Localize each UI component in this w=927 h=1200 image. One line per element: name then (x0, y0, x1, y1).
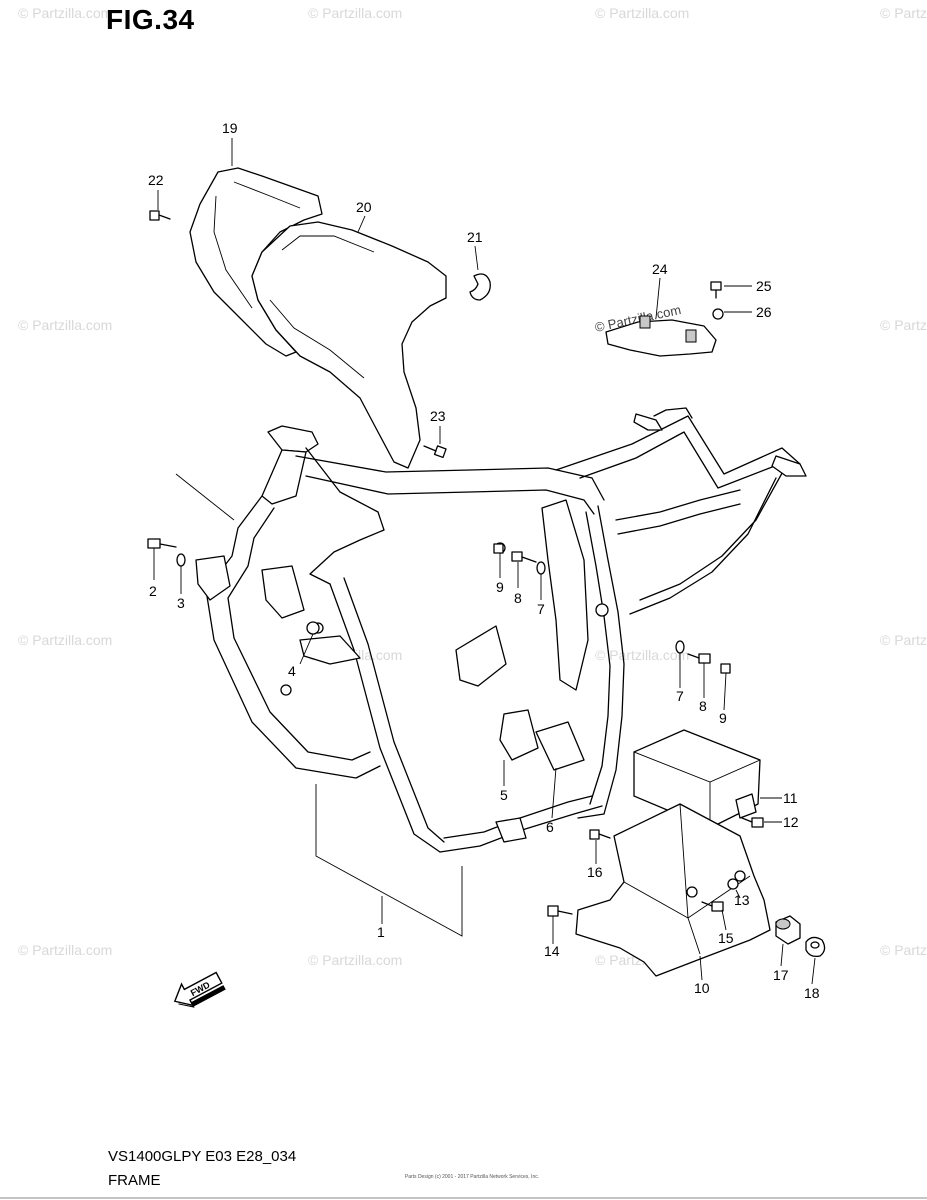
forward-arrow-icon: FWD (173, 971, 226, 1008)
callout-5: 5 (500, 787, 508, 803)
part-10-battery-tray (575, 803, 771, 977)
part-17-cushion (775, 915, 801, 945)
callout-24: 24 (652, 261, 668, 277)
part-2-bolt (147, 538, 177, 549)
callout-14: 14 (544, 943, 560, 959)
part-8-bolt-right (687, 653, 711, 664)
part-20-frame-cover-right (251, 221, 447, 469)
section-name: FRAME (108, 1172, 161, 1189)
callout-8a: 8 (514, 590, 522, 606)
callout-17: 17 (773, 967, 789, 983)
part-14-bolt (547, 905, 573, 917)
watermark-text: © Partzilla.com (595, 5, 689, 21)
callout-3: 3 (177, 595, 185, 611)
callout-8b: 8 (699, 698, 707, 714)
callout-numbers: 19 22 20 21 24 25 26 23 2 3 4 9 8 7 5 6 … (148, 120, 820, 1001)
callout-23: 23 (430, 408, 446, 424)
callout-6: 6 (546, 819, 554, 835)
callout-4: 4 (288, 663, 296, 679)
callout-16: 16 (587, 864, 603, 880)
callout-25: 25 (756, 278, 772, 294)
watermark-text: © Partzilla.com (880, 632, 927, 648)
callout-21: 21 (467, 229, 483, 245)
part-9-nut-right (720, 663, 731, 674)
part-11-box (633, 729, 761, 829)
part-7-washer-center (536, 561, 546, 575)
watermark-text: © Partzilla.com (18, 317, 112, 333)
callout-7a: 7 (537, 601, 545, 617)
model-code: VS1400GLPY E03 E28_034 (108, 1148, 297, 1165)
callout-15: 15 (718, 930, 734, 946)
part-4-nut (306, 621, 320, 635)
copyright-fine-print: Parts Design (c) 2001 - 2017 Partzilla N… (404, 1174, 540, 1180)
part-25-screw (710, 281, 722, 299)
part-8-bolt-center (511, 551, 537, 563)
part-16-bolt (589, 829, 611, 840)
callout-2: 2 (149, 583, 157, 599)
watermark-text: © Partzilla.com (308, 5, 402, 21)
callout-18: 18 (804, 985, 820, 1001)
part-7-washer-right (675, 640, 685, 654)
callout-9a: 9 (496, 579, 504, 595)
part-15-bolt (701, 901, 724, 912)
watermark-text: © Partzilla.com (595, 647, 689, 663)
callout-7b: 7 (676, 688, 684, 704)
part-1-main-frame (175, 407, 807, 937)
watermark-text: © Partzilla.com (308, 952, 402, 968)
callout-10: 10 (694, 980, 710, 996)
part-23-bolt (423, 445, 447, 459)
callout-13: 13 (734, 892, 750, 908)
leader-lines (153, 138, 816, 985)
callout-20: 20 (356, 199, 372, 215)
watermark-text: © Partzilla.com (880, 5, 927, 21)
callout-9b: 9 (719, 710, 727, 726)
callout-26: 26 (756, 304, 772, 320)
figure-title: FIG.34 (106, 4, 195, 35)
part-21-clip (469, 273, 491, 301)
watermark-text: © Partzilla.com (18, 632, 112, 648)
callout-1: 1 (377, 924, 385, 940)
part-22-screw (149, 210, 171, 221)
callout-19: 19 (222, 120, 238, 136)
part-13-nut (727, 878, 739, 890)
watermark-text: © Partzilla.com (880, 317, 927, 333)
callout-22: 22 (148, 172, 164, 188)
part-18-cap (805, 936, 826, 958)
watermark-text: © Partzilla.com (880, 942, 927, 958)
part-12-screw (741, 817, 764, 828)
watermark-text: © Partzilla.com (18, 942, 112, 958)
part-24-bracket (605, 315, 717, 357)
callout-12: 12 (783, 814, 799, 830)
part-9-nut-center (493, 543, 504, 554)
part-26-nut (712, 308, 724, 320)
watermark-text: © Partzilla.com (18, 5, 112, 21)
part-3-washer (176, 553, 186, 567)
callout-11: 11 (783, 790, 798, 806)
